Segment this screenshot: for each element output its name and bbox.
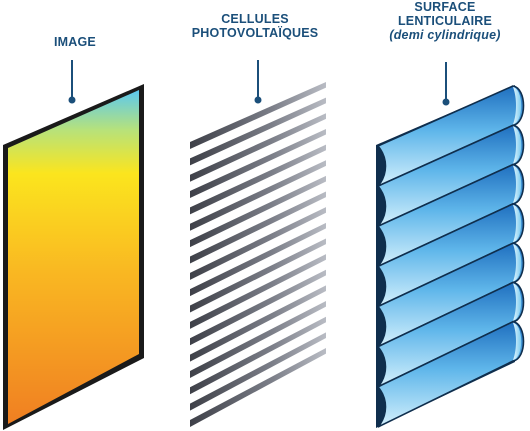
cell-stripe: [190, 332, 326, 411]
lens-end-cap: [513, 204, 522, 243]
label-lens-line3: (demi cylindrique): [389, 28, 501, 42]
label-lens-line2: LENTICULAIRE: [397, 14, 493, 28]
lens-end-cap: [513, 322, 522, 360]
lens-cylinder: [376, 320, 525, 428]
image-panel: [3, 84, 144, 430]
lens-end-cap: [513, 244, 522, 282]
cell-stripe: [190, 82, 326, 149]
cell-stripe: [190, 238, 326, 313]
label-image: IMAGE: [30, 35, 120, 49]
cell-stripe: [190, 222, 326, 297]
label-cells-line2: PHOTOVOLTAÏQUES: [191, 26, 319, 40]
cell-stripe: [190, 348, 326, 427]
label-cells-line1: CELLULES: [221, 12, 289, 26]
arrow-cells: [254, 60, 262, 104]
cell-stripe: [190, 97, 326, 166]
label-photovoltaic-cells: CELLULES PHOTOVOLTAÏQUES: [180, 12, 330, 40]
arrow-image: [68, 60, 76, 104]
photovoltaic-cells: [190, 82, 326, 427]
cell-stripe: [190, 144, 326, 215]
lens-end-cap: [513, 165, 522, 203]
cell-stripe: [190, 301, 326, 378]
cell-stripe: [190, 285, 326, 362]
cell-stripe: [190, 191, 326, 264]
label-image-text: IMAGE: [54, 35, 96, 49]
lens-end-cap: [513, 283, 522, 321]
cell-stripe: [190, 269, 326, 346]
cell-stripe: [190, 160, 326, 231]
lenticular-surface: [376, 85, 525, 428]
lens-end-cap: [513, 126, 522, 164]
lens-end-cap: [513, 87, 522, 125]
cell-stripe: [190, 254, 326, 329]
label-lens-line1: SURFACE: [414, 0, 476, 14]
label-lenticular-surface: SURFACE LENTICULAIRE (demi cylindrique): [370, 0, 520, 42]
cell-stripe: [190, 113, 326, 182]
cell-stripe: [190, 207, 326, 280]
cell-stripe: [190, 128, 326, 199]
arrow-lens: [442, 62, 450, 106]
cell-stripe: [190, 316, 326, 395]
cell-stripe: [190, 175, 326, 248]
